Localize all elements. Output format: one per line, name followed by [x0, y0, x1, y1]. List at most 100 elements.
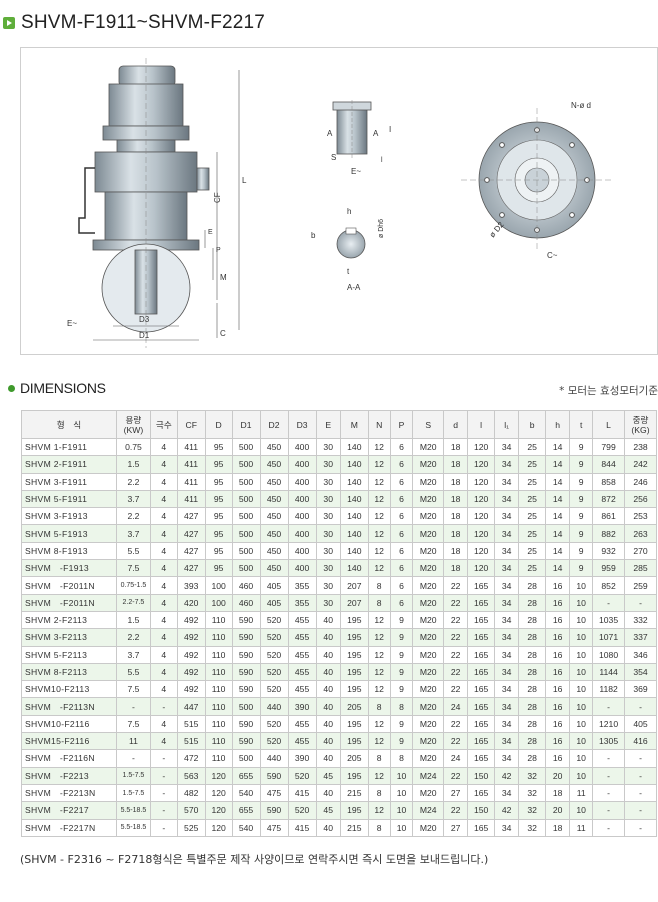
- value-cell: 861: [592, 507, 625, 526]
- value-cell: 500: [231, 437, 261, 457]
- value-cell: 1305: [592, 732, 625, 751]
- value-cell: -: [624, 749, 657, 768]
- reducer-front-view: L CF E P M D3 D1 C E~: [67, 58, 247, 348]
- value-cell: 140: [339, 437, 369, 457]
- value-cell: 4: [149, 524, 178, 543]
- value-cell: 30: [315, 455, 341, 474]
- value-cell: 140: [339, 472, 369, 491]
- table-header-cell: t: [569, 410, 594, 439]
- value-cell: 40: [315, 662, 341, 682]
- value-cell: 16: [544, 732, 571, 751]
- value-cell: 482: [176, 783, 206, 803]
- value-cell: 95: [204, 455, 233, 474]
- value-cell: 165: [467, 576, 495, 595]
- value-cell: 9: [389, 628, 414, 647]
- value-cell: 9: [389, 662, 414, 682]
- value-cell: 563: [176, 766, 206, 785]
- model-cell: SHVM -F2116N: [21, 749, 117, 768]
- value-cell: 16: [544, 697, 571, 716]
- value-cell: 5.5-18.5: [115, 801, 151, 820]
- value-cell: 40: [315, 697, 341, 716]
- value-cell: 22: [443, 801, 469, 820]
- value-cell: 500: [231, 749, 261, 768]
- value-cell: 34: [493, 576, 520, 595]
- value-cell: 1.5: [115, 455, 151, 474]
- value-cell: 8: [367, 818, 391, 837]
- value-cell: 14: [544, 489, 571, 509]
- value-cell: 28: [518, 610, 546, 630]
- value-cell: 8: [389, 697, 414, 716]
- value-cell: 27: [443, 783, 469, 803]
- value-cell: M20: [412, 818, 445, 837]
- table-header-cell: D2: [259, 410, 289, 439]
- value-cell: 40: [315, 783, 341, 803]
- value-cell: 472: [176, 749, 206, 768]
- value-cell: 10: [569, 732, 594, 751]
- value-cell: 959: [592, 559, 625, 578]
- value-cell: 120: [467, 559, 495, 578]
- value-cell: 590: [231, 732, 261, 751]
- value-cell: 27: [443, 818, 469, 837]
- value-cell: 18: [544, 783, 571, 803]
- table-header-cell: L: [592, 410, 625, 439]
- value-cell: 455: [287, 662, 317, 682]
- value-cell: 14: [544, 524, 571, 543]
- value-cell: 34: [493, 680, 520, 699]
- value-cell: 30: [315, 489, 341, 509]
- value-cell: 34: [493, 472, 520, 491]
- value-cell: 520: [259, 732, 289, 751]
- key-label-e-tilde: E~: [351, 167, 361, 176]
- page-header: SHVM-F1911~SHVM-F2217: [0, 8, 265, 38]
- value-cell: 7.5: [115, 559, 151, 578]
- value-cell: 450: [259, 455, 289, 474]
- value-cell: 120: [467, 489, 495, 509]
- value-cell: -: [592, 818, 625, 837]
- value-cell: 30: [315, 576, 341, 595]
- value-cell: 12: [367, 628, 391, 647]
- value-cell: 45: [315, 766, 341, 785]
- value-cell: 655: [231, 766, 261, 785]
- value-cell: 2.2: [115, 628, 151, 647]
- value-cell: 40: [315, 749, 341, 768]
- value-cell: 120: [467, 524, 495, 543]
- value-cell: 42: [493, 801, 520, 820]
- value-cell: 12: [367, 732, 391, 751]
- model-cell: SHVM 5-F1913: [21, 524, 117, 543]
- value-cell: 150: [467, 766, 495, 785]
- value-cell: 655: [231, 801, 261, 820]
- value-cell: 34: [493, 662, 520, 682]
- value-cell: 6: [389, 524, 414, 543]
- value-cell: 120: [204, 818, 233, 837]
- value-cell: 500: [231, 541, 261, 561]
- value-cell: 8: [367, 749, 391, 768]
- value-cell: 475: [259, 783, 289, 803]
- value-cell: 2.2: [115, 472, 151, 491]
- table-header-cell: M: [339, 410, 369, 439]
- value-cell: 12: [367, 680, 391, 699]
- value-cell: 8: [367, 576, 391, 595]
- value-cell: 411: [176, 437, 206, 457]
- value-cell: M20: [412, 749, 445, 768]
- drawing-svg: L CF E P M D3 D1 C E~ A A I l S E~ b h t…: [67, 58, 613, 348]
- value-cell: 34: [493, 455, 520, 474]
- value-cell: 492: [176, 610, 206, 630]
- value-cell: 195: [339, 662, 369, 682]
- value-cell: 34: [493, 437, 520, 457]
- key-label-l1: l: [381, 157, 383, 164]
- model-cell: SHVM 2-F2113: [21, 610, 117, 630]
- motor-note: * 모터는 효성모터기준: [559, 385, 658, 397]
- value-cell: 34: [493, 541, 520, 561]
- value-cell: 12: [367, 472, 391, 491]
- value-cell: 165: [467, 662, 495, 682]
- key-label-a: A: [327, 129, 333, 138]
- value-cell: 140: [339, 524, 369, 543]
- value-cell: 205: [339, 697, 369, 716]
- value-cell: 30: [315, 437, 341, 457]
- value-cell: 590: [231, 714, 261, 734]
- value-cell: 40: [315, 818, 341, 837]
- value-cell: 34: [493, 783, 520, 803]
- value-cell: 207: [339, 593, 369, 612]
